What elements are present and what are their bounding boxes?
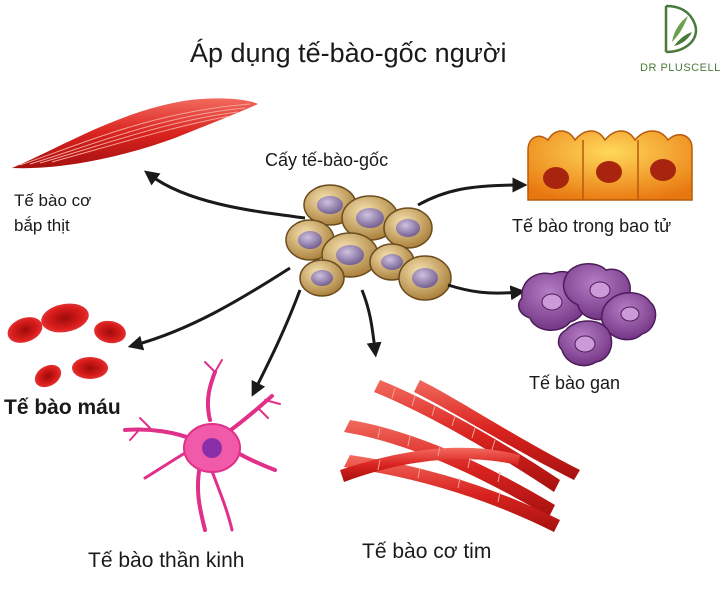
skeletal-muscle-label: Tế bào cơ bắp thịt [14, 191, 92, 235]
brand-logo-icon [664, 4, 698, 54]
cardiac-muscle-label: Tế bào cơ tim [362, 540, 492, 563]
arrows [127, 170, 528, 397]
arrow-to-muscle [143, 170, 306, 220]
liver-cells-label: Tế bào gan [529, 373, 621, 393]
arrow-to-liver [447, 283, 526, 301]
nerve-cells-label: Tế bào thần kinh [88, 549, 245, 572]
stomach-cells-label: Tế bào trong bao tử [512, 216, 672, 236]
stem-cell-cluster-icon [285, 184, 452, 301]
diagram-title: Áp dụng tế-bào-gốc người [190, 38, 507, 68]
stem-cell-transplant-label: Cấy tế-bào-gốc [265, 150, 389, 170]
brand-name: DR PLUSCELL [640, 62, 721, 74]
arrow-to-cardiac [360, 289, 382, 358]
stomach-cells-icon [527, 130, 693, 201]
neuron-icon [123, 359, 281, 532]
liver-cells-icon [517, 263, 657, 367]
red-blood-cells-icon [7, 303, 126, 388]
cardiac-muscle-icon [340, 380, 580, 532]
skeletal-muscle-icon [12, 98, 258, 169]
arrow-to-blood [127, 266, 291, 351]
arrow-to-stomach [417, 177, 528, 207]
arrow-to-neuron [251, 289, 302, 397]
blood-cells-label: Tế bào máu [4, 396, 121, 419]
